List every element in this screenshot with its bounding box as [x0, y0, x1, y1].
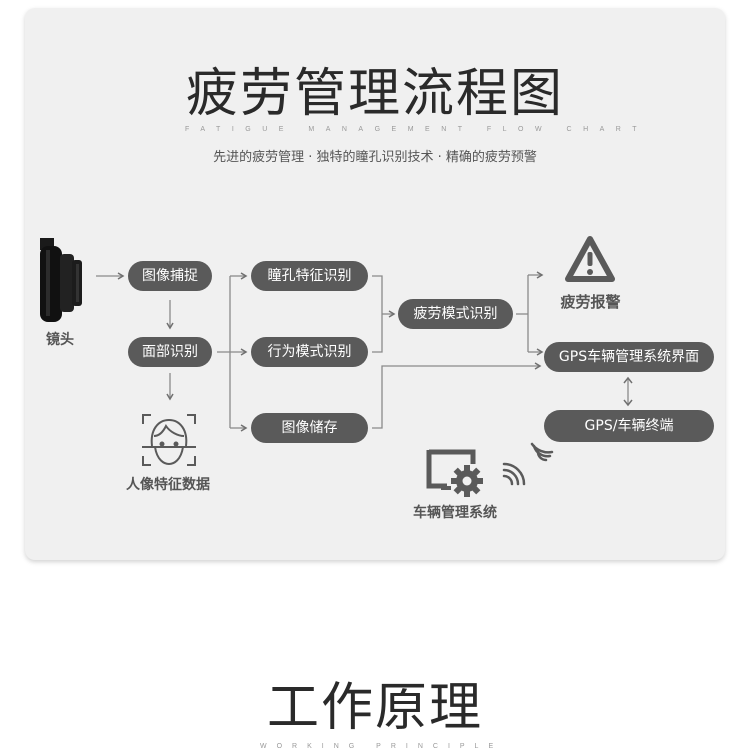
camera-lens-icon [40, 238, 82, 322]
wireless-signal-icon [530, 442, 554, 462]
camera-label: 镜头 [46, 332, 74, 348]
node-pupil-recognition: 瞳孔特征识别 [251, 261, 368, 291]
node-image-capture: 图像捕捉 [128, 261, 212, 291]
page-subtitle-en: FATIGUE MANAGEMENT FLOW CHART [185, 126, 649, 133]
section-title: 工作原理 [266, 678, 483, 738]
tagline: 先进的疲劳管理 · 独特的瞳孔识别技术 · 精确的疲劳预警 [213, 150, 537, 165]
node-gps-interface: GPS车辆管理系统界面 [544, 342, 714, 372]
node-behavior-recognition: 行为模式识别 [251, 337, 368, 367]
node-face-recognition: 面部识别 [128, 337, 212, 367]
fatigue-alarm-label: 疲劳报警 [560, 293, 621, 311]
face-data-label: 人像特征数据 [126, 477, 210, 493]
node-image-storage: 图像储存 [251, 413, 368, 443]
node-fatigue-pattern: 疲劳模式识别 [398, 299, 513, 329]
face-scan-icon [142, 414, 196, 466]
section-subtitle-en: WORKING PRINCIPLE [260, 743, 504, 750]
monitor-gear-icon [426, 449, 483, 497]
vehicle-system-label: 车辆管理系统 [413, 505, 497, 521]
page-title: 疲劳管理流程图 [185, 64, 564, 124]
warning-triangle-icon [565, 236, 615, 282]
wireless-signal-icon [502, 462, 526, 486]
node-gps-terminal: GPS/车辆终端 [544, 410, 714, 442]
